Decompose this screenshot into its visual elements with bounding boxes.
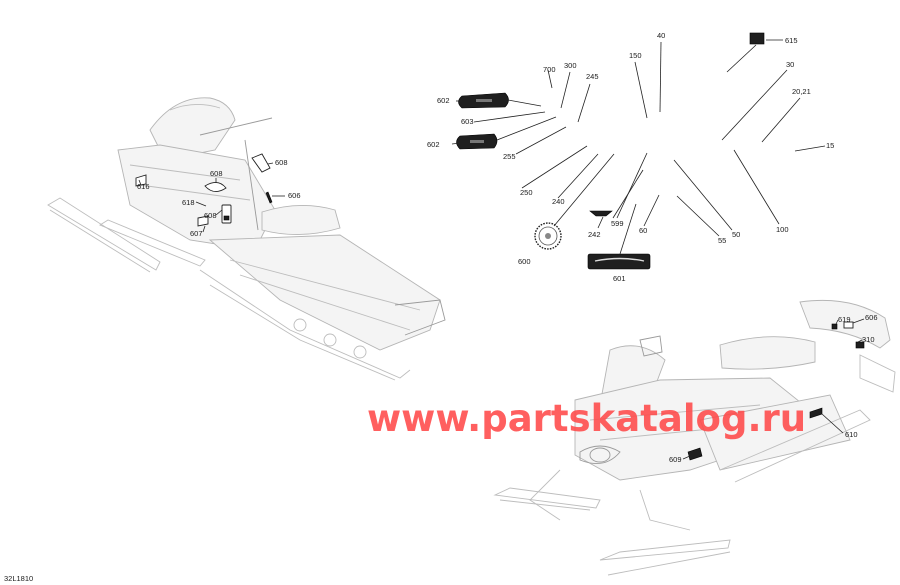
callout-40: 40 [657, 31, 665, 40]
right-vehicle-leaders [682, 318, 865, 460]
reference-code: 32L1810 [4, 574, 33, 583]
callout-250: 250 [520, 188, 533, 197]
callout-20-21: 20,21 [792, 87, 811, 96]
watermark-text: www.partskatalog.ru [367, 397, 806, 440]
callout-615: 615 [785, 36, 798, 45]
snowmobile-left-illustration [47, 97, 446, 381]
callout-616: 616 [137, 182, 150, 191]
callout-602-upper: 602 [437, 96, 450, 105]
callout-700: 700 [543, 65, 556, 74]
parts-leaders [451, 39, 826, 255]
callout-50: 50 [732, 230, 740, 239]
left-vehicle-leaders [138, 162, 285, 233]
callout-245: 245 [586, 72, 599, 81]
parts-callouts: 700 300 245 150 40 615 30 20,21 15 602 6… [427, 31, 834, 283]
callout-300: 300 [564, 61, 577, 70]
callout-30: 30 [786, 60, 794, 69]
callout-600: 600 [518, 257, 531, 266]
callout-55: 55 [718, 236, 726, 245]
callout-606-left: 606 [288, 191, 301, 200]
callout-310: 310 [862, 335, 875, 344]
callout-599: 599 [611, 219, 624, 228]
decal-parts [456, 32, 765, 270]
right-vehicle-callouts: 619 606 310 610 609 [669, 313, 878, 464]
left-vehicle-callouts: 616 608 608 606 618 608 607 [137, 158, 301, 238]
callout-100: 100 [776, 225, 789, 234]
callout-619: 619 [838, 315, 851, 324]
callout-150: 150 [629, 51, 642, 60]
callout-609: 609 [669, 455, 682, 464]
callout-255: 255 [503, 152, 516, 161]
callout-608-upper: 608 [275, 158, 288, 167]
callout-601: 601 [613, 274, 626, 283]
callout-240: 240 [552, 197, 565, 206]
callout-618: 618 [182, 198, 195, 207]
callout-602-lower: 602 [427, 140, 440, 149]
callout-603: 603 [461, 117, 474, 126]
snowmobile-right-illustration [493, 299, 896, 576]
callout-606-right: 606 [865, 313, 878, 322]
callout-15: 15 [826, 141, 834, 150]
callout-60: 60 [639, 226, 647, 235]
callout-608-lower: 608 [204, 211, 217, 220]
callout-607: 607 [190, 229, 203, 238]
callout-608-mid: 608 [210, 169, 223, 178]
callout-610: 610 [845, 430, 858, 439]
callout-242: 242 [588, 230, 601, 239]
